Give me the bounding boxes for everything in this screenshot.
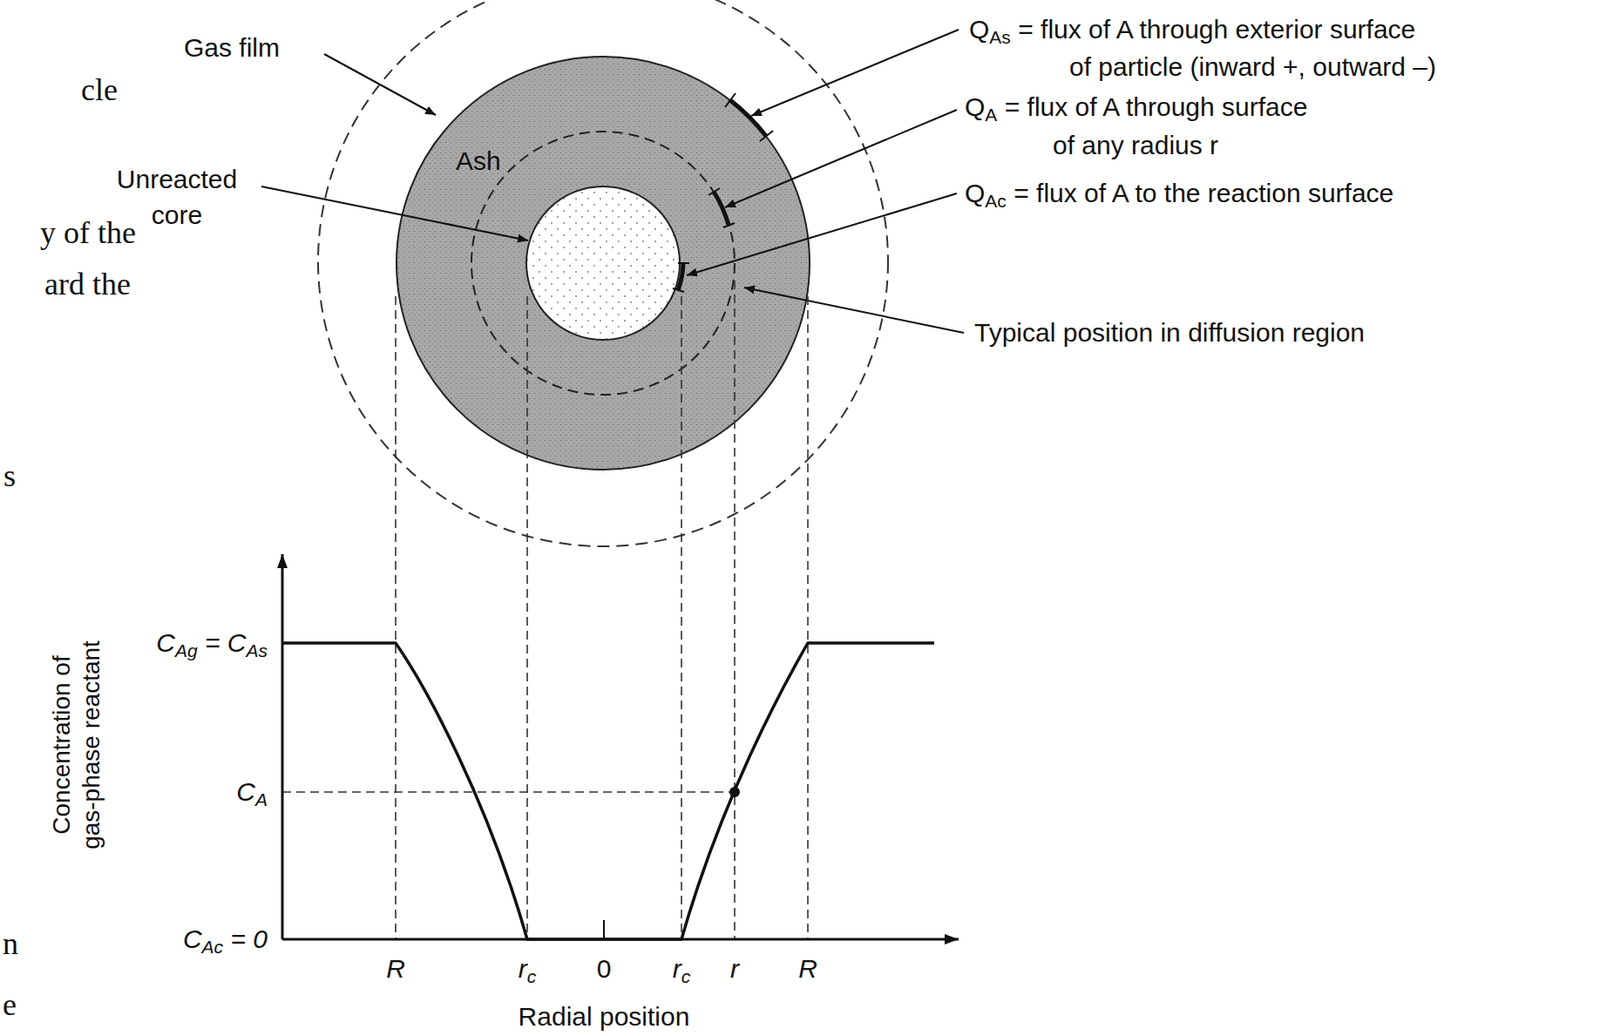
tick-label: rc — [672, 953, 692, 985]
radius-r-surface — [471, 131, 735, 395]
flux-marks — [672, 93, 773, 292]
axis-value: CAc = 0 — [183, 923, 268, 956]
callout-label: Typical position in diffusion region — [974, 317, 1365, 349]
tick-label: R — [798, 953, 818, 985]
region-label: Gas film — [183, 32, 280, 64]
text-fragment: ard the — [44, 265, 131, 304]
leader-lines — [261, 29, 964, 333]
projection-lines — [282, 280, 808, 940]
concentration-profile — [282, 643, 935, 940]
text-fragment: cle — [81, 71, 118, 109]
axis-value: CA — [236, 776, 268, 808]
text-fragment: n — [2, 925, 19, 963]
text-fragment: e — [2, 986, 17, 1024]
axis-value: CAg = CAs — [155, 627, 268, 659]
ash-layer — [396, 56, 810, 470]
tick-label: 0 — [596, 953, 612, 985]
unreacted-core — [526, 186, 680, 340]
text-fragment: s — [3, 457, 16, 495]
symbol-definition: QAc = flux of A to the reaction surface — [964, 177, 1394, 210]
gas-film-boundary — [318, 0, 889, 547]
region-label: Ash — [455, 145, 502, 177]
graph-axes — [282, 554, 959, 940]
axis-title: Concentration of gas-phase reactant — [47, 640, 107, 850]
tick-label: rc — [518, 953, 537, 985]
tick-label: r — [730, 953, 739, 985]
symbol-definition: QAs = flux of A through exterior surface… — [969, 10, 1437, 86]
tick-label: R — [386, 953, 406, 985]
text-fragment: y of the — [40, 214, 136, 252]
axis-title: Radial position — [518, 1001, 691, 1033]
symbol-definition: QA = flux of A through surface of any ra… — [964, 88, 1308, 165]
profile-point — [729, 786, 740, 798]
